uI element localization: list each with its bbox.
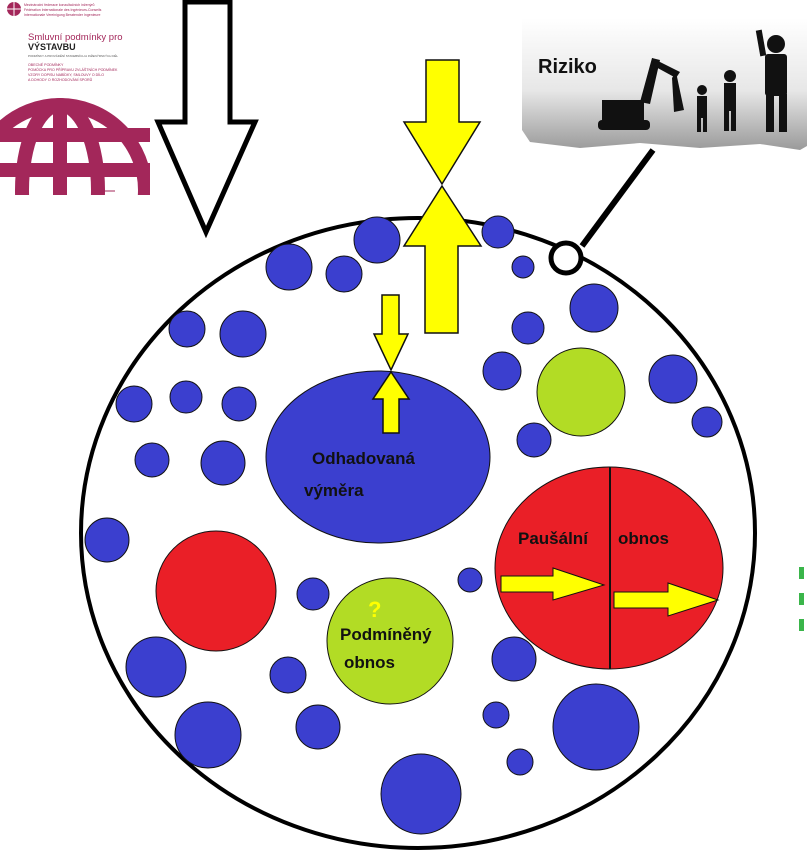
blue-item	[380, 753, 462, 835]
large-hollow-down-arrow	[154, 0, 259, 239]
yellow-right-arrow-left-half	[500, 567, 606, 601]
blue-item	[482, 701, 510, 729]
blue-item	[174, 701, 242, 769]
magnifier-icon	[548, 148, 656, 276]
blue-item	[169, 380, 203, 414]
blue-item	[569, 283, 619, 333]
blue-item	[482, 351, 522, 391]
blue-item	[125, 636, 187, 698]
conditional-amount-circle	[326, 577, 454, 705]
risk-label: Riziko	[538, 56, 597, 78]
blue-item	[115, 385, 153, 423]
cover-body-line-2: OBECNÉ PODMÍNKY	[28, 62, 64, 67]
cover-body-line-1: PODMÍNKY A PROVÁDĚNÍ STAVEBNÍCH A INŽENÝ…	[28, 53, 118, 58]
question-mark: ?	[368, 597, 381, 622]
edge-text-fragments	[799, 567, 804, 631]
blue-item	[481, 215, 515, 249]
estimated-quantity-ellipse	[265, 370, 491, 544]
estimated-label-line-1: Odhadovaná	[312, 449, 416, 468]
blue-item	[134, 442, 170, 478]
cover-fine-print-1: Mezinárodní federace konzultačních inžen…	[24, 3, 94, 7]
blue-item	[516, 422, 552, 458]
excavator-silhouette-icon	[598, 58, 684, 130]
blue-item	[269, 656, 307, 694]
cover-body-line-4: VZORY DOPISU NABÍDKY, SMLOUVY O DÍLO	[28, 73, 104, 77]
blue-item	[265, 243, 313, 291]
cover-title-line-2: VÝSTAVBU	[28, 41, 76, 52]
green-item	[536, 347, 626, 437]
blue-item	[457, 567, 483, 593]
blue-item	[691, 406, 723, 438]
blue-item	[221, 386, 257, 422]
yellow-down-arrow-top	[402, 59, 482, 186]
fidic-globe-logo-icon	[0, 98, 150, 195]
blue-item	[648, 354, 698, 404]
conditional-label-line-2: obnos	[344, 653, 395, 672]
edge-text-mark	[799, 619, 804, 631]
lump-sum-label-right: obnos	[618, 529, 669, 548]
cover-body-line-3: POMŮCKA PRO PŘÍPRAVU ZVLÁŠTNÍCH PODMÍNEK	[28, 67, 118, 72]
red-item	[155, 530, 277, 652]
yellow-right-arrow-right-half	[613, 582, 720, 617]
blue-item	[511, 255, 535, 279]
cover-fine-print-3: Internationale Vereinigung Beratender In…	[24, 13, 101, 17]
blue-item	[219, 310, 267, 358]
blue-item	[168, 310, 206, 348]
blue-item	[511, 311, 545, 345]
blue-item	[325, 255, 363, 293]
cover-footer-mark	[95, 190, 115, 192]
blue-item	[296, 577, 330, 611]
blue-item	[552, 683, 640, 771]
fidic-small-logo-icon	[7, 2, 21, 16]
yellow-up-arrow-small	[371, 370, 411, 434]
edge-text-mark	[799, 593, 804, 605]
cover-title-line-1: Smluvní podmínky pro	[28, 32, 123, 43]
yellow-up-arrow-top	[402, 184, 483, 334]
estimated-label-line-2: výměra	[304, 481, 364, 500]
contract-book-cover: Mezinárodní federace konzultačních inžen…	[0, 2, 150, 195]
yellow-down-arrow-small	[372, 294, 410, 372]
blue-item	[295, 704, 341, 750]
blue-item	[491, 636, 537, 682]
conditional-label-line-1: Podmíněný	[340, 625, 432, 644]
cover-fine-print-2: Fédération Internationale des Ingénieurs…	[24, 8, 102, 12]
blue-item	[353, 216, 401, 264]
blue-item	[84, 517, 130, 563]
risk-banner: Riziko	[522, 18, 807, 150]
edge-text-mark	[799, 567, 804, 579]
blue-item	[506, 748, 534, 776]
workers-silhouette-icon	[697, 29, 787, 132]
blue-items-group	[84, 215, 723, 835]
lump-sum-label-left: Paušální	[518, 529, 589, 548]
cover-body-line-5: A DOHODY O ROZHODOVÁNÍ SPORŮ	[28, 77, 93, 82]
blue-item	[200, 440, 246, 486]
